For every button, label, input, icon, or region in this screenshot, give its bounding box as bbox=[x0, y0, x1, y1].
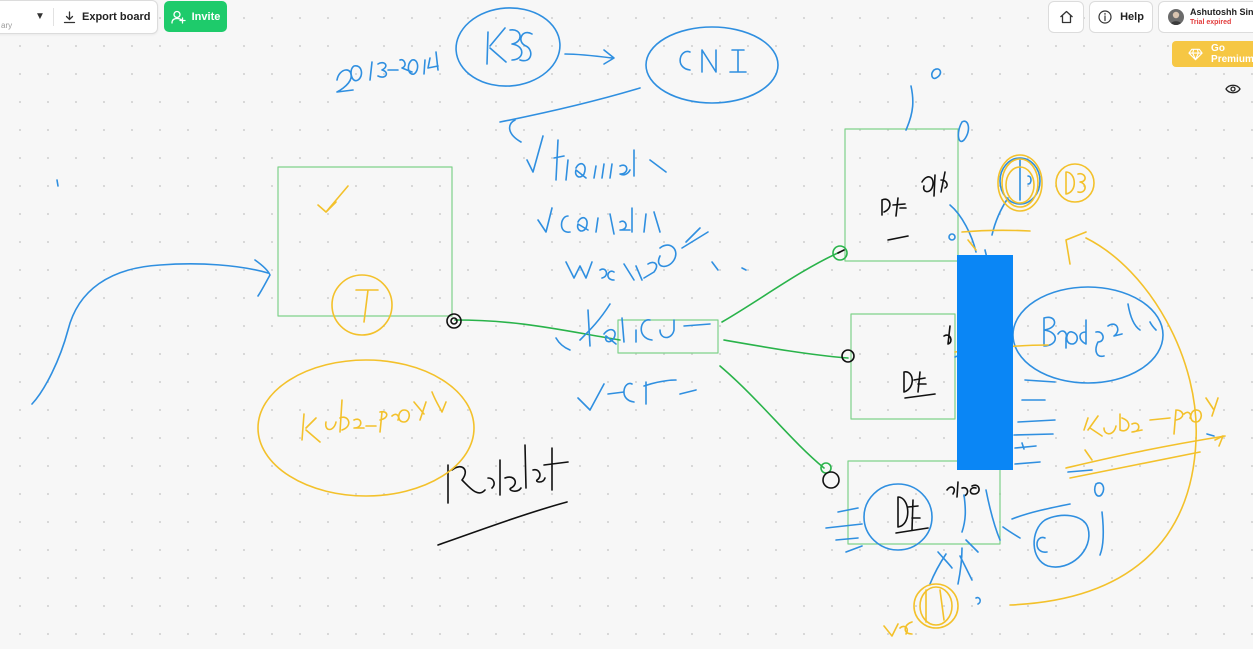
add-user-icon bbox=[170, 10, 186, 24]
node-box-middle[interactable] bbox=[850, 313, 956, 420]
info-icon bbox=[1098, 10, 1112, 24]
help-label: Help bbox=[1120, 11, 1144, 23]
yellow-ink bbox=[257, 154, 1226, 637]
blue-ink bbox=[31, 7, 1215, 605]
home-button[interactable] bbox=[1048, 1, 1084, 33]
diamond-icon bbox=[1188, 48, 1203, 60]
invite-button[interactable]: Invite bbox=[164, 1, 227, 32]
user-menu[interactable]: Ashutoshh Singh Trial expired bbox=[1158, 1, 1253, 33]
download-icon bbox=[63, 10, 76, 23]
avatar bbox=[1168, 9, 1184, 25]
home-icon bbox=[1059, 10, 1073, 24]
black-ink bbox=[437, 171, 980, 546]
node-box-left[interactable] bbox=[277, 166, 453, 317]
export-board-label: Export board bbox=[82, 11, 151, 23]
node-box-top[interactable] bbox=[844, 128, 959, 262]
green-connectors bbox=[454, 245, 849, 474]
node-box-center[interactable] bbox=[617, 319, 719, 354]
go-premium-label: Go Premium bbox=[1211, 43, 1253, 65]
node-box-bottom[interactable] bbox=[847, 460, 1001, 545]
board-toolbar: ary ▼ Export board bbox=[0, 0, 158, 34]
export-board-button[interactable]: Export board bbox=[63, 1, 150, 33]
chevron-down-icon[interactable]: ▼ bbox=[35, 11, 45, 22]
trial-status: Trial expired bbox=[1190, 19, 1232, 26]
board-name[interactable]: ary bbox=[1, 21, 13, 30]
blue-rectangle[interactable] bbox=[957, 255, 1013, 470]
go-premium-button[interactable]: Go Premium bbox=[1172, 41, 1253, 67]
invite-label: Invite bbox=[191, 10, 221, 23]
toolbar-divider bbox=[53, 8, 54, 26]
eye-icon[interactable] bbox=[1225, 82, 1241, 100]
help-button[interactable]: Help bbox=[1089, 1, 1153, 33]
user-name: Ashutoshh Singh bbox=[1190, 7, 1253, 17]
